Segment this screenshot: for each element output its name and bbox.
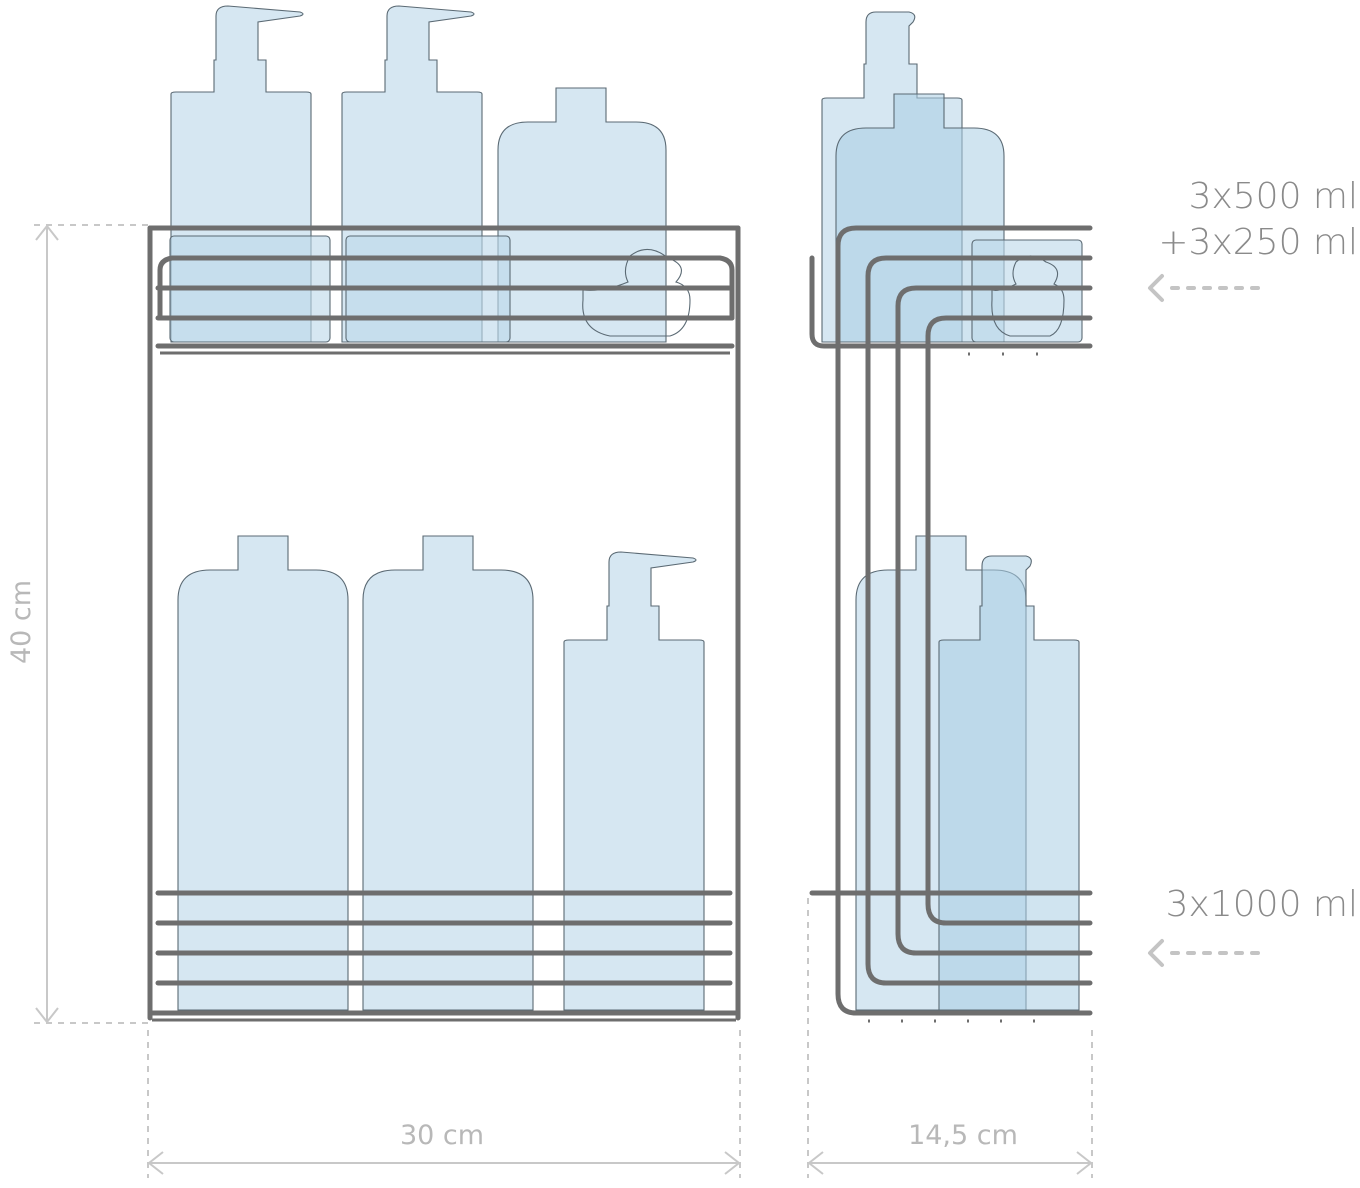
large-bottle [362,535,534,1011]
pump-bottle [938,555,1080,1011]
front-lower-bottles [177,535,705,1011]
flask-bottle [497,87,667,343]
lower-capacity: 3x1000 ml [1148,884,1358,967]
side-upper-bottles [821,11,1083,343]
lower-capacity-label: 3x1000 ml [1166,884,1358,925]
front-view [147,5,741,1022]
width-label: 30 cm [400,1120,484,1151]
side-view [809,11,1093,1023]
duck-icon [991,255,1065,337]
pump-bottle [563,551,705,1011]
large-bottle [177,535,349,1011]
side-lower-bottles [855,535,1080,1011]
duck-icon [582,248,691,337]
front-upper-bottles [169,5,691,343]
upper-capacity-line2: +3x250 ml [1158,222,1358,263]
arrow-left-icon [1148,939,1164,967]
depth-label: 14,5 cm [908,1120,1018,1151]
depth-dimension: 14,5 cm [807,898,1093,1178]
width-dimension: 30 cm [147,1030,741,1178]
arrow-left-icon [1148,274,1164,302]
upper-capacity: 3x500 ml +3x250 ml [1148,176,1358,302]
height-dimension: 40 cm [6,224,148,1024]
front-frame [147,225,741,1022]
height-label: 40 cm [6,580,37,664]
flask-bottle [835,93,1005,343]
jar [971,239,1083,343]
upper-capacity-line1: 3x500 ml [1189,176,1358,217]
side-frame [809,225,1093,1023]
